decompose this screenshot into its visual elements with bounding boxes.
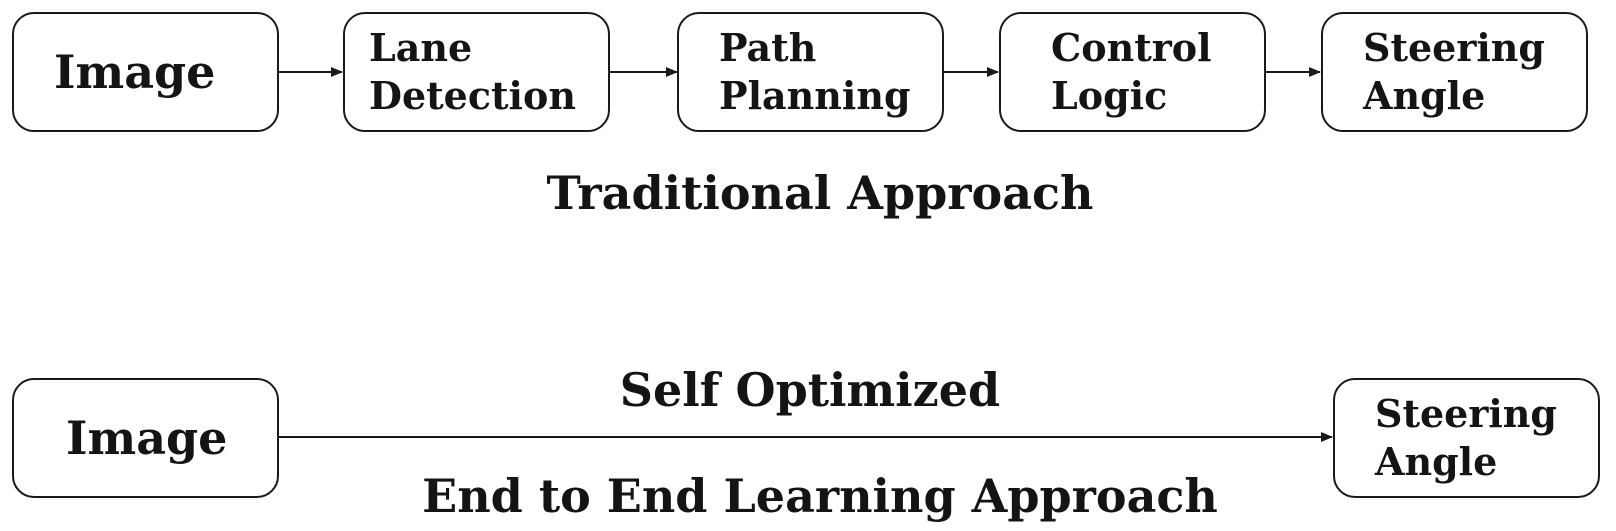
box-steering-angle-end-to-end: Steering Angle xyxy=(1333,378,1600,498)
traditional-approach-caption: Traditional Approach xyxy=(546,166,1094,220)
box-path-planning-line1: Path xyxy=(719,25,817,70)
box-steering-angle-traditional-line1: Steering xyxy=(1363,25,1546,70)
box-steering-angle-traditional-line2: Angle xyxy=(1363,73,1486,118)
box-path-planning: Path Planning xyxy=(677,12,944,132)
box-control-logic: Control Logic xyxy=(999,12,1266,132)
self-optimized-label: Self Optimized xyxy=(619,363,1001,417)
box-steering-angle-end-to-end-line2: Angle xyxy=(1375,439,1498,484)
box-path-planning-line2: Planning xyxy=(719,73,911,118)
box-image-end-to-end-label: Image xyxy=(66,411,228,465)
box-steering-angle-end-to-end-line1: Steering xyxy=(1375,391,1558,436)
box-control-logic-line2: Logic xyxy=(1051,73,1168,118)
box-image-traditional: Image xyxy=(12,12,279,132)
box-lane-detection: Lane Detection xyxy=(343,12,610,132)
end-to-end-approach-caption: End to End Learning Approach xyxy=(422,469,1218,523)
box-lane-detection-line2: Detection xyxy=(369,73,576,118)
box-control-logic-line1: Control xyxy=(1051,25,1212,70)
box-image-end-to-end: Image xyxy=(12,378,279,498)
box-lane-detection-line1: Lane xyxy=(369,25,473,70)
box-steering-angle-traditional: Steering Angle xyxy=(1321,12,1588,132)
box-image-traditional-label: Image xyxy=(54,45,216,99)
